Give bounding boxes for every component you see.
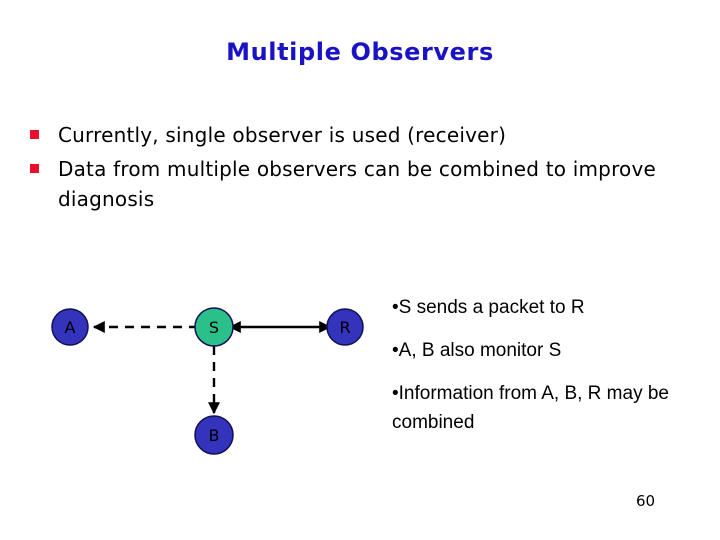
note-item: •Information from A, B, R may be combine…: [392, 379, 682, 437]
page-title: Multiple Observers: [226, 38, 494, 66]
square-bullet-icon: [30, 130, 39, 139]
node-label-b: B: [209, 426, 220, 445]
note-text: Information from A, B, R may be combined: [392, 383, 669, 433]
page-number: 60: [636, 492, 656, 510]
note-text: A, B also monitor S: [398, 340, 562, 361]
node-label-s: S: [209, 318, 219, 337]
square-bullet-icon: [30, 164, 39, 173]
diagram-node-b[interactable]: B: [194, 415, 234, 455]
bullet-text: Currently, single observer is used (rece…: [58, 123, 507, 147]
note-item: •S sends a packet to R: [392, 293, 682, 322]
node-label-r: R: [339, 318, 350, 337]
note-item: •A, B also monitor S: [392, 336, 682, 365]
dot-bullet-icon: •: [392, 383, 399, 404]
dot-bullet-icon: •: [392, 340, 399, 361]
node-circle-b: [194, 415, 234, 455]
node-circle-r: [326, 308, 364, 346]
bullet-list: Currently, single observer is used (rece…: [30, 120, 670, 218]
bullet-text: Data from multiple observers can be comb…: [58, 157, 657, 211]
list-item: Currently, single observer is used (rece…: [30, 120, 670, 150]
observer-network-diagram: A S R B: [30, 280, 390, 490]
node-label-a: A: [65, 318, 76, 337]
diagram-node-r[interactable]: R: [326, 308, 364, 346]
list-item: Data from multiple observers can be comb…: [30, 154, 670, 214]
diagram-svg: A S R B: [51, 307, 364, 455]
notes-list: •S sends a packet to R •A, B also monito…: [392, 293, 682, 437]
note-text: S sends a packet to R: [398, 297, 585, 318]
node-circle-a: [51, 308, 89, 346]
diagram-node-s[interactable]: S: [194, 307, 234, 347]
diagram-node-a[interactable]: A: [51, 308, 89, 346]
dot-bullet-icon: •: [392, 297, 399, 318]
node-circle-s: [194, 307, 234, 347]
